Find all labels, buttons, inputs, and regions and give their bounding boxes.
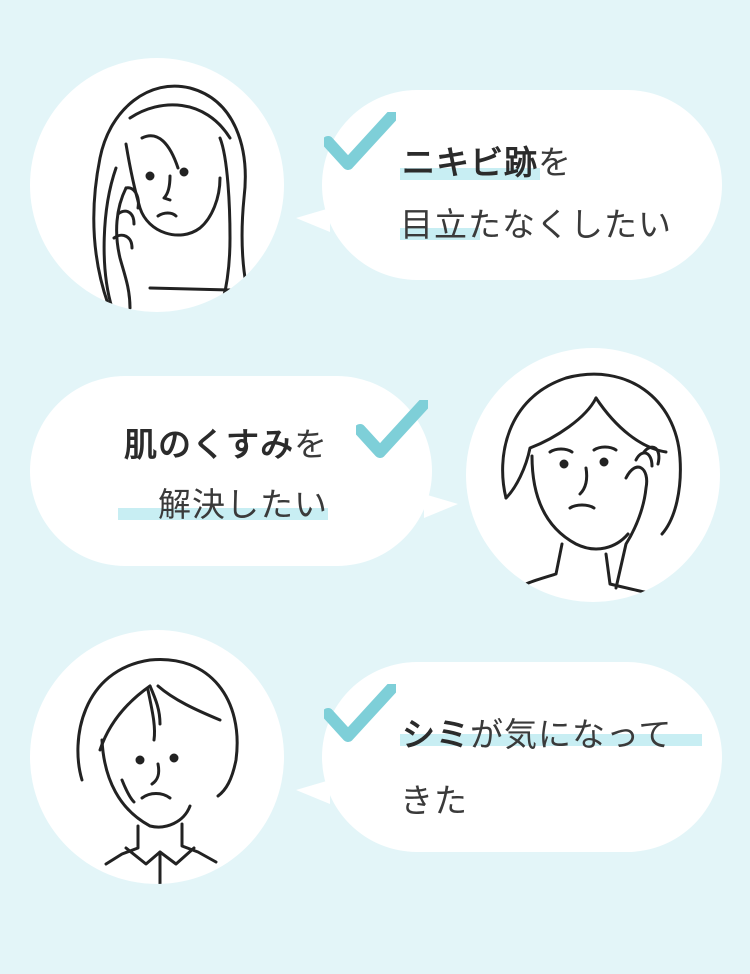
concern-2-rest: を: [294, 425, 328, 464]
concern-1-line1: ニキビ跡を: [402, 136, 572, 184]
concern-1-rest: を: [538, 143, 572, 182]
concern-2-line1: 肌のくすみを: [124, 418, 328, 466]
highlight-bar: [400, 168, 540, 180]
woman-long-hair-illustration: [92, 84, 254, 310]
concern-1-line2: 目立たなくしたい: [400, 205, 672, 244]
check-icon: [324, 684, 396, 742]
concern-3-line1: シミが気になって: [402, 708, 672, 756]
avatar-bob-hair-woman: [30, 630, 284, 884]
concern-2-line2: 解決したい: [158, 485, 328, 524]
avatar-long-hair-woman: [30, 58, 284, 312]
bubble-tail: [296, 780, 330, 804]
concern-2-bold: 肌のくすみ: [124, 425, 294, 464]
speech-bubble-2: [30, 376, 458, 566]
speech-bubble-3: [296, 662, 722, 852]
concern-3-bold: シミ: [402, 715, 470, 754]
concern-1-bold: ニキビ跡: [402, 143, 538, 182]
highlight-bar: [400, 734, 702, 746]
bubble-tail: [296, 208, 330, 232]
bubble-tail: [424, 494, 458, 518]
check-icon: [356, 400, 428, 458]
highlight-bar: [118, 508, 328, 520]
check-icon: [324, 112, 396, 170]
woman-short-hair-illustration: [501, 372, 682, 598]
avatar-short-hair-woman: [466, 348, 720, 602]
concern-3-line2: きた: [400, 781, 468, 820]
woman-bob-hair-illustration: [76, 657, 239, 884]
highlight-bar: [400, 228, 480, 240]
concern-3-rest: が気になって: [470, 715, 673, 754]
